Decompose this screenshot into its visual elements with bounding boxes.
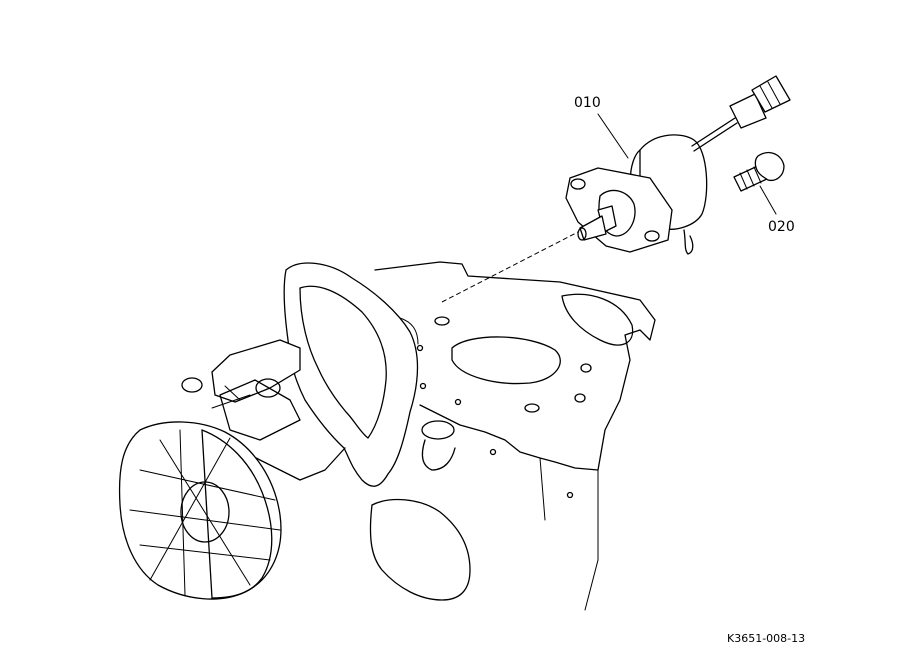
reference-code: K3651-008-13	[727, 632, 805, 645]
solenoid-connector	[691, 75, 791, 152]
part-label-010: 010	[574, 95, 601, 111]
engine-block	[374, 261, 656, 611]
leader-line-010	[597, 113, 629, 159]
leader-line-020	[759, 185, 777, 215]
flywheel-housing	[283, 262, 456, 487]
cooling-fan	[118, 421, 282, 600]
assembly-line	[441, 231, 579, 303]
pump-assembly	[181, 339, 346, 481]
lower-housing	[369, 498, 471, 601]
part-label-020: 020	[768, 219, 795, 235]
stop-solenoid	[565, 134, 708, 255]
bolt	[733, 151, 785, 192]
